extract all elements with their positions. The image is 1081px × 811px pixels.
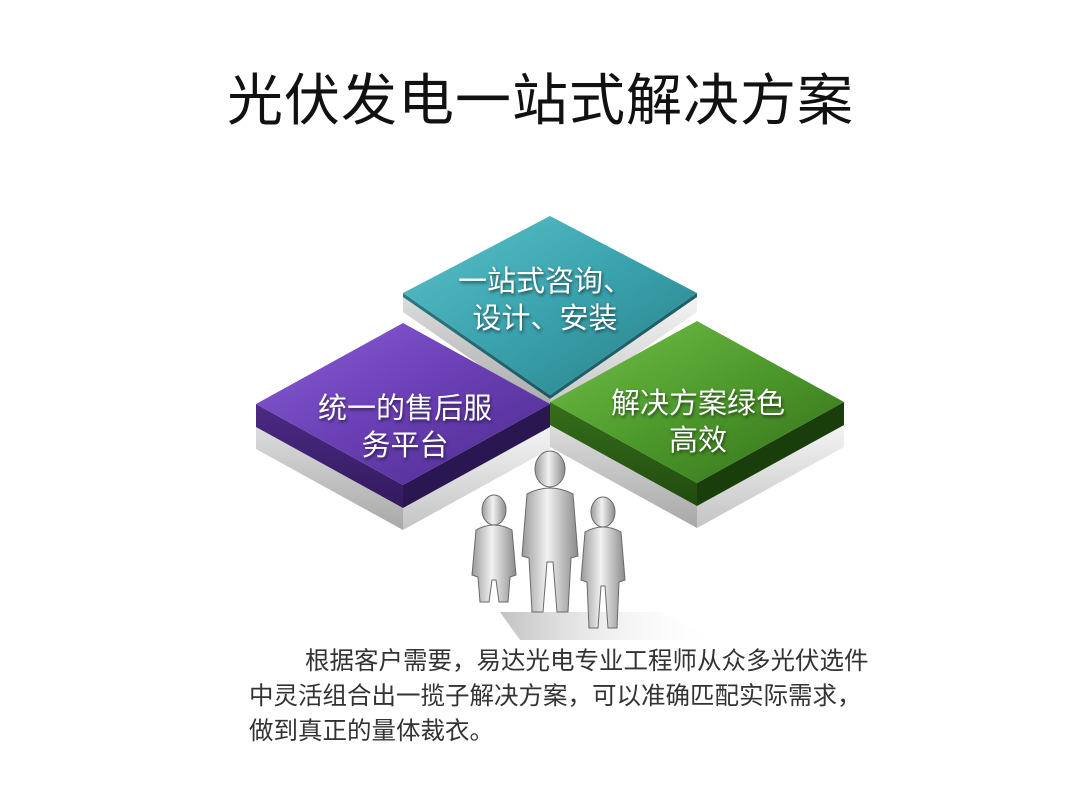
tile-right-line1: 解决方案绿色 (610, 386, 785, 420)
tile-top-line2: 设计、安装 (472, 301, 618, 335)
tile-left-label: 统一的售后服 务平台 (285, 390, 525, 464)
tile-left-line2: 务平台 (361, 428, 449, 462)
three-people-icon (471, 450, 720, 640)
slide-title: 光伏发电一站式解决方案 (227, 69, 854, 134)
tile-right-label: 解决方案绿色 高效 (578, 385, 818, 459)
tile-top-line1: 一站式咨询、 (457, 264, 632, 298)
tile-left (256, 323, 550, 530)
tile-left-line1: 统一的售后服 (317, 391, 492, 425)
tile-top-label: 一站式咨询、 设计、安装 (430, 263, 660, 337)
tile-right-line2: 高效 (668, 423, 727, 457)
tile-right (550, 321, 844, 528)
description-paragraph: 根据客户需要，易达光电专业工程师从众多光伏选件中灵活组合出一揽子解决方案，可以准… (249, 646, 869, 745)
tile-top (403, 216, 697, 414)
